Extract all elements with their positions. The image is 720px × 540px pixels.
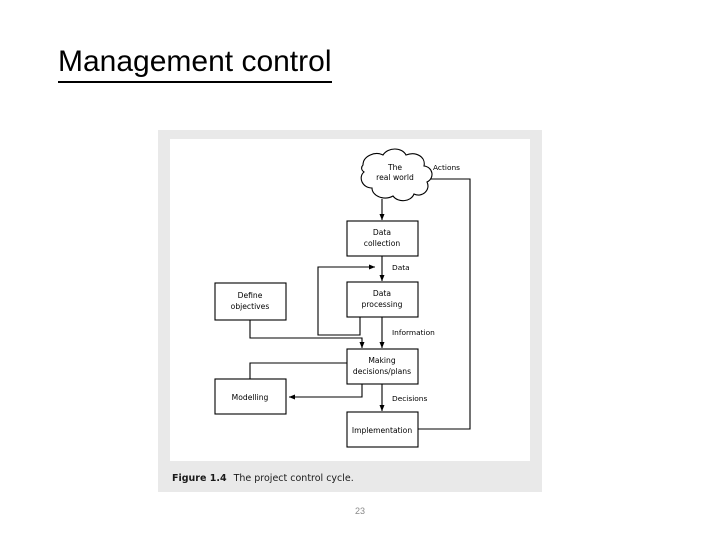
node-label-real-world-line1: The [387, 163, 402, 172]
node-data-collection: Data collection [346, 220, 419, 257]
node-implementation: Implementation [346, 411, 419, 448]
figure-canvas: The real world Data collection Define ob… [170, 139, 530, 461]
edge-label-information: Information [392, 328, 435, 337]
node-label-define-objectives-line1: Define [238, 291, 263, 300]
edge-label-actions: Actions [433, 163, 460, 172]
figure-caption-number: Figure 1.4 [172, 472, 227, 484]
connector-decisions-to-modelling [288, 383, 363, 400]
node-label-implementation: Implementation [352, 426, 412, 435]
node-data-processing: Data processing [346, 281, 419, 318]
connector-implementation-to-realworld [418, 176, 471, 430]
figure-panel: The real world Data collection Define ob… [158, 130, 542, 492]
project-control-cycle-diagram: The real world Data collection Define ob… [214, 148, 471, 448]
node-making-decisions: Making decisions/plans [346, 348, 419, 385]
page-number: 23 [354, 506, 365, 516]
node-label-making-decisions-line1: Making [368, 356, 396, 365]
node-label-data-collection-line2: collection [364, 239, 401, 248]
node-label-making-decisions-line2: decisions/plans [353, 367, 411, 376]
page-title-text: Management control [58, 45, 332, 84]
page-title: Management control [58, 45, 332, 84]
connector-dataprocessing-feedback-loop [317, 264, 376, 336]
connector-objectives-to-decisions [249, 320, 365, 349]
node-label-data-processing-line1: Data [373, 289, 391, 298]
node-define-objectives: Define objectives [214, 282, 287, 321]
figure-caption: Figure 1.4 The project control cycle. [172, 473, 354, 484]
node-real-world: The real world [360, 148, 433, 202]
node-label-modelling: Modelling [232, 393, 269, 402]
edge-label-data: Data [392, 263, 410, 272]
node-label-real-world-line2: real world [376, 173, 414, 182]
connector-modelling-to-decisions [249, 360, 370, 379]
edge-label-decisions: Decisions [392, 394, 427, 403]
node-modelling: Modelling [214, 378, 287, 415]
node-label-data-collection-line1: Data [373, 228, 391, 237]
node-label-define-objectives-line2: objectives [231, 302, 270, 311]
figure-caption-text: The project control cycle. [233, 472, 354, 484]
node-label-data-processing-line2: processing [362, 300, 403, 309]
